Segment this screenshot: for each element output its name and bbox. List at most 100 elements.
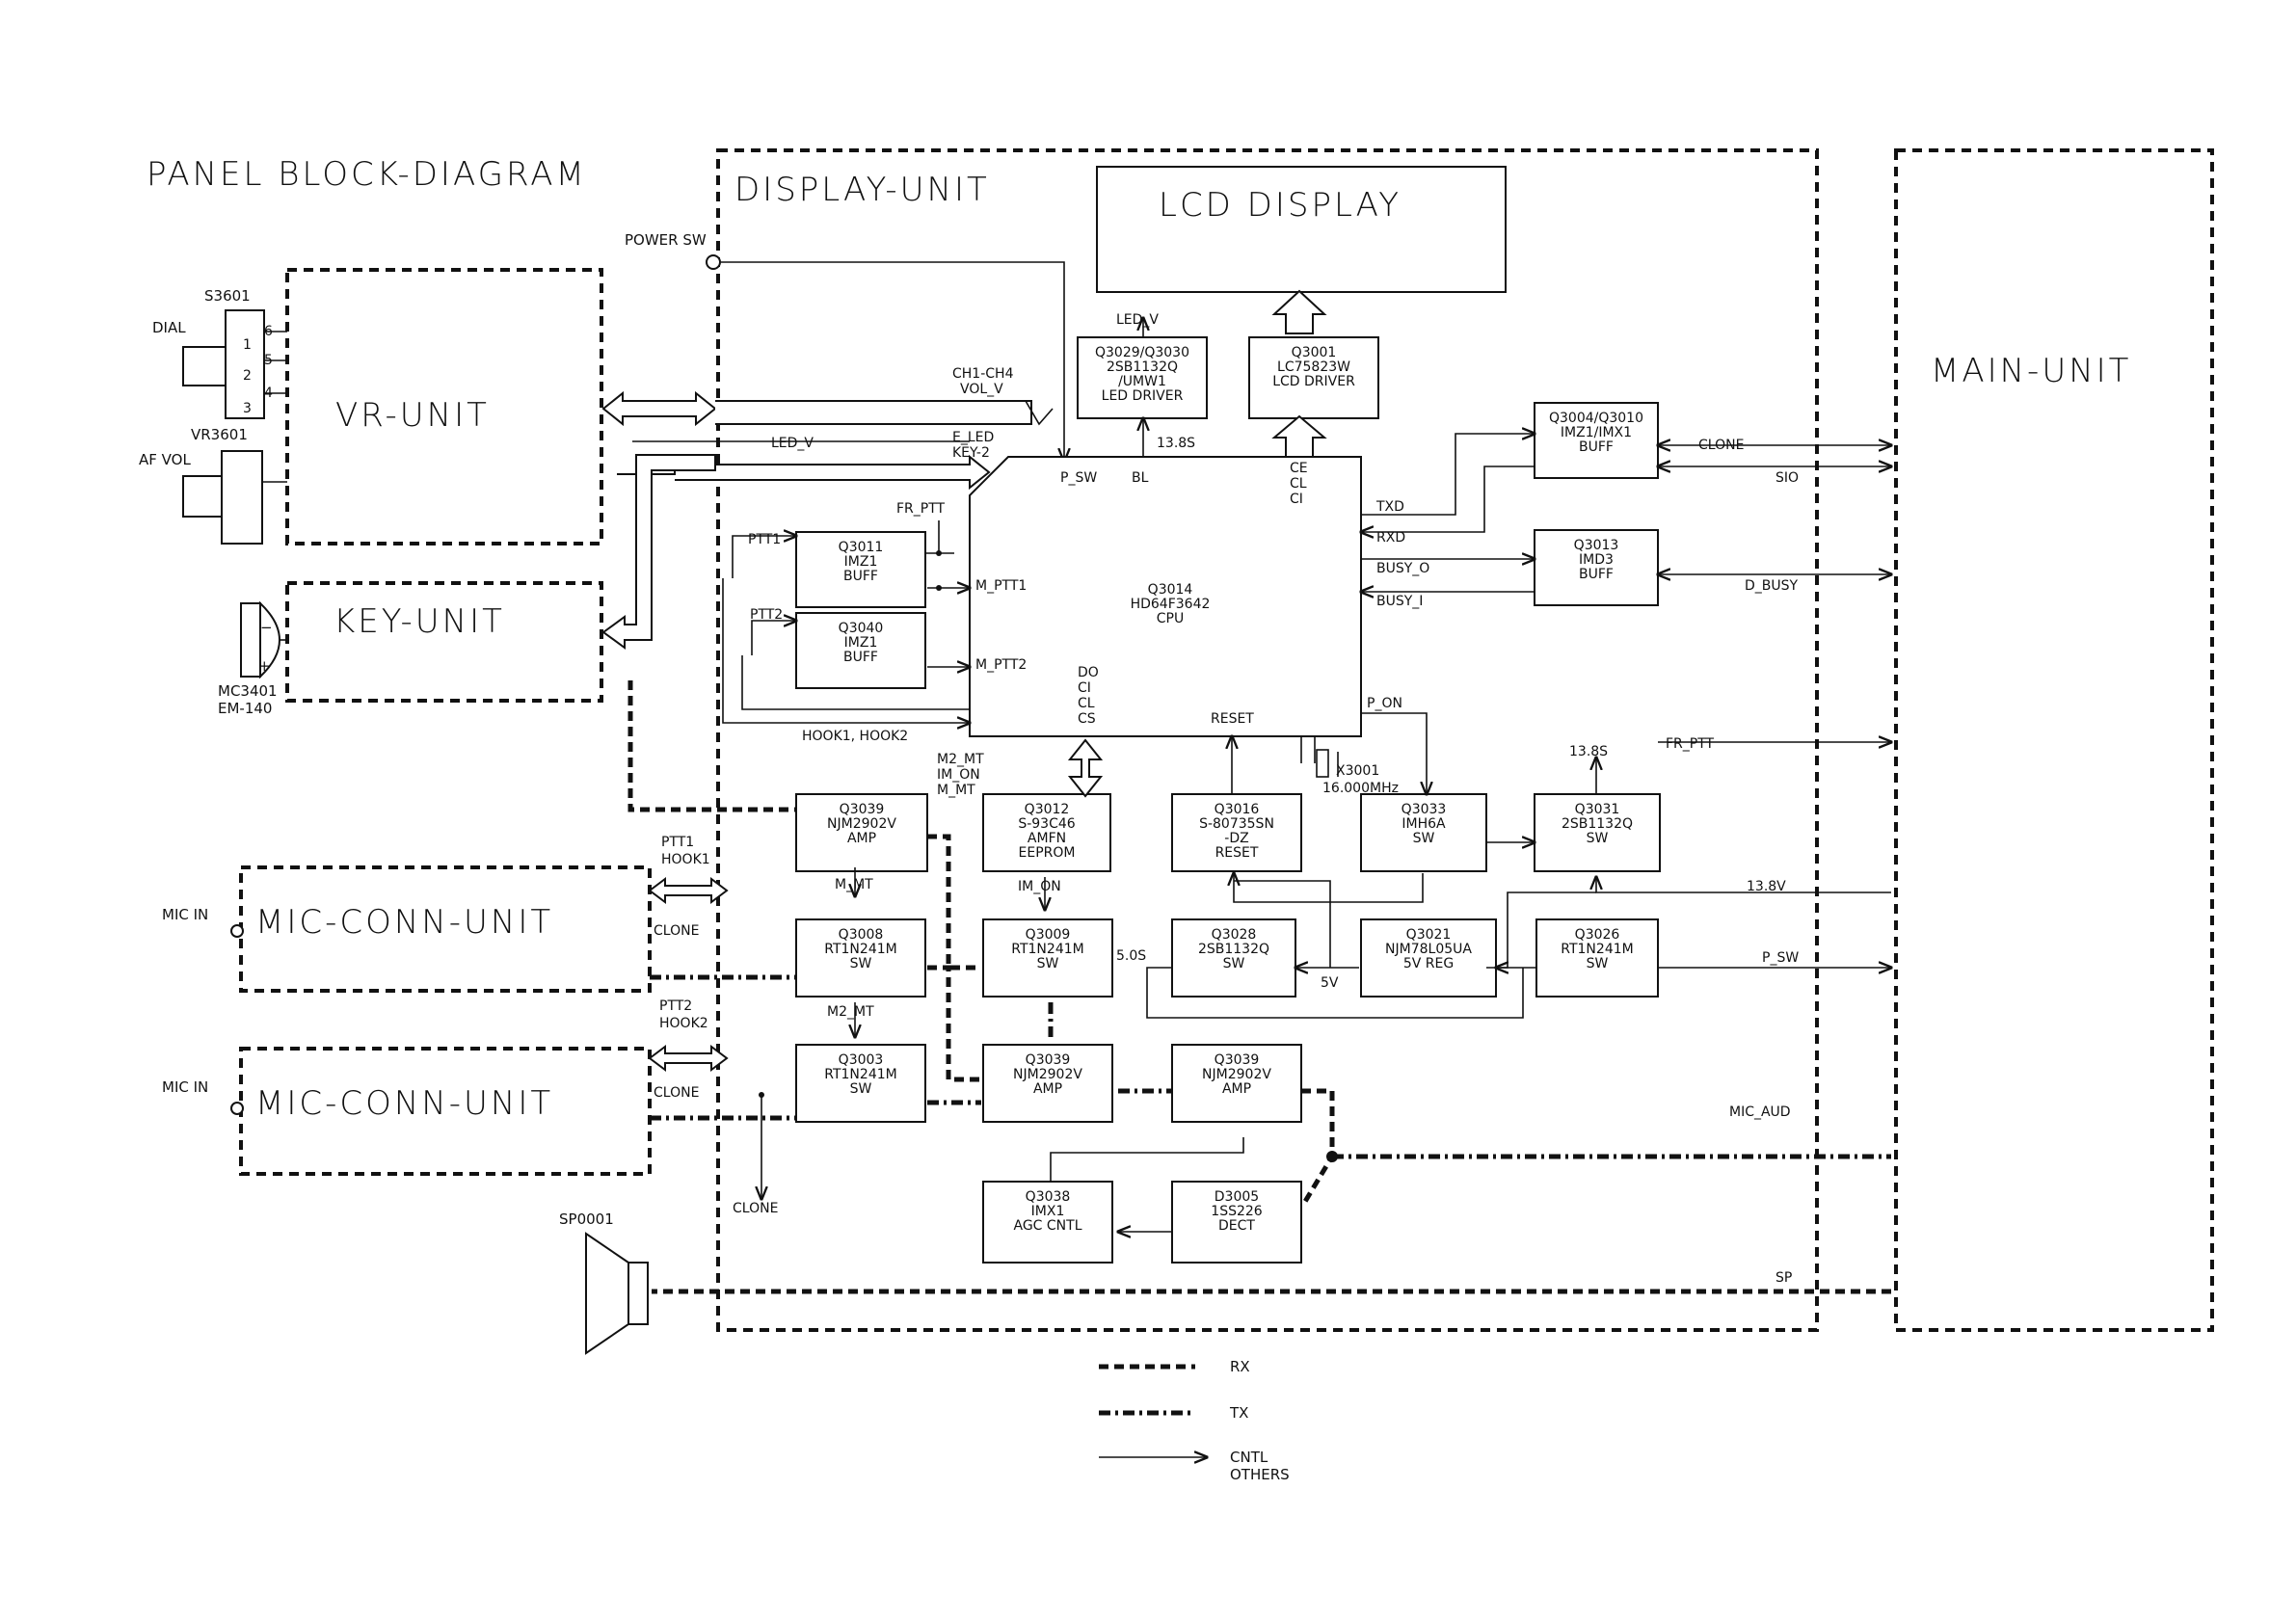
connection-wires [601, 289, 1891, 1294]
xtal-icon [1316, 749, 1329, 778]
signal-clone-out: CLONE [733, 1201, 778, 1216]
block-q3012-line-1: S-93C46 [1018, 816, 1075, 832]
block-q3038-line-2: AGC CNTL [1013, 1218, 1081, 1234]
mc3401-label: MC3401 [218, 682, 278, 700]
mic-conn-unit-1-label: MIC-CONN-UNIT [255, 903, 553, 942]
speaker-cone-icon [585, 1232, 629, 1355]
signal-fr-ptt-main: FR_PTT [1666, 736, 1715, 752]
display-unit-label: DISPLAY-UNIT [734, 171, 990, 209]
block-q3028-line-2: SW [1223, 956, 1245, 971]
block-d3005-line-1: 1SS226 [1211, 1204, 1262, 1219]
dial-switch-body [225, 309, 265, 419]
signal-clone1: CLONE [654, 923, 699, 939]
cpu-pin-p-sw: P_SW [1060, 470, 1097, 486]
signal-ptt1-hook1-0: PTT1 [661, 835, 694, 850]
bus-ch-vol-tail [1025, 400, 1054, 426]
sp0001-label: SP0001 [559, 1211, 614, 1228]
signal-p-sw-main: P_SW [1762, 950, 1799, 966]
cpu-pin-cl2: CL [1078, 696, 1095, 711]
block-cpu-line-0: Q3014 [1148, 582, 1193, 598]
block-q3016-box [1171, 793, 1302, 872]
block-q3038-line-1: IMX1 [1031, 1204, 1065, 1219]
block-q3013-box [1534, 529, 1659, 606]
block-q3033-line-0: Q3033 [1402, 802, 1447, 817]
signal-v138v: 13.8V [1747, 879, 1786, 894]
block-q3008-box [795, 918, 926, 998]
signal-mic-aud: MIC_AUD [1729, 1104, 1791, 1120]
bus-key-cpu [601, 454, 716, 650]
block-q3003-line-2: SW [850, 1081, 872, 1097]
block-q3016-line-0: Q3016 [1215, 802, 1260, 817]
bus-mic-conn-2 [648, 1045, 729, 1072]
wire-hook-2 [741, 655, 970, 710]
block-q3021-box [1360, 918, 1497, 998]
legend-rx-label: RX [1230, 1358, 1250, 1375]
block-q3021-line-0: Q3021 [1406, 927, 1452, 943]
cpu-pin-ce: CE [1290, 461, 1308, 476]
block-cpu-line-2: CPU [1157, 611, 1184, 626]
signal-im-on-label: IM_ON [1018, 879, 1061, 894]
signal-key-2: KEY-2 [952, 445, 990, 461]
key-unit-boundary [285, 581, 603, 703]
signal-m-mt: M_MT [937, 783, 975, 798]
block-q3013-line-2: BUFF [1579, 567, 1614, 582]
cpu-pin-cl: CL [1290, 476, 1307, 492]
bus-ch-vol [715, 400, 1032, 425]
display-unit-boundary [716, 148, 1819, 1332]
block-q3009-line-2: SW [1037, 956, 1059, 971]
block-q3038-line-0: Q3038 [1026, 1189, 1071, 1205]
block-q3001-line-0: Q3001 [1292, 345, 1337, 360]
block-q3009-box [982, 918, 1113, 998]
block-q3001-box [1248, 336, 1379, 419]
af-vol-knob [182, 475, 223, 518]
wire-rxd [1361, 466, 1535, 532]
signal-v138s: 13.8S [1569, 744, 1608, 759]
dial-pin-3: 3 [243, 401, 252, 416]
af-vol-body [221, 450, 263, 545]
key-unit-label: KEY-UNIT [334, 602, 505, 641]
block-q3013-line-1: IMD3 [1579, 552, 1614, 568]
power-sw-line [721, 261, 1064, 461]
mic-minus-sign: − [260, 619, 273, 636]
main-unit-boundary [1894, 148, 2214, 1332]
signal-d-busy: D_BUSY [1745, 578, 1799, 594]
block-q3001-line-1: LC75823W [1277, 359, 1350, 375]
signal-e-led: E_LED [952, 430, 994, 445]
diagram-title: PANEL BLOCK-DIAGRAM [147, 155, 587, 194]
block-q3038-box [982, 1181, 1113, 1264]
block-q3021-line-1: NJM78L05UA [1385, 942, 1472, 957]
block-q3009-line-0: Q3009 [1026, 927, 1071, 943]
wire-p-on [1361, 712, 1427, 794]
bus-vr-display [601, 390, 717, 427]
signal-ch1-ch4: CH1-CH4 [952, 366, 1014, 382]
legend-tx-label: TX [1229, 1404, 1248, 1422]
block-q3003-line-0: Q3003 [839, 1052, 884, 1068]
mic-in-1-label: MIC IN [162, 906, 208, 923]
vr-unit-label: VR-UNIT [335, 396, 490, 435]
block-q3008-line-2: SW [850, 956, 872, 971]
node-m-ptt1 [936, 585, 942, 591]
dial-pin-2: 2 [243, 368, 252, 384]
cpu-pin-m-ptt1: M_PTT1 [975, 578, 1027, 594]
block-q3029-box [1077, 336, 1208, 419]
wire-agc [1050, 1137, 1244, 1182]
legend: RX TX CNTL OTHERS [1099, 1358, 1290, 1483]
block-q3011-line-1: IMZ1 [844, 554, 878, 570]
block-q3029-line-2: /UMW1 [1118, 374, 1166, 389]
block-q3028-line-0: Q3028 [1212, 927, 1257, 943]
cpu-pin-rxd: RXD [1376, 530, 1405, 545]
mic-in-2-jack-icon [230, 1102, 244, 1115]
mic-capsule-icon [259, 600, 280, 679]
block-q3031-line-2: SW [1587, 831, 1609, 846]
